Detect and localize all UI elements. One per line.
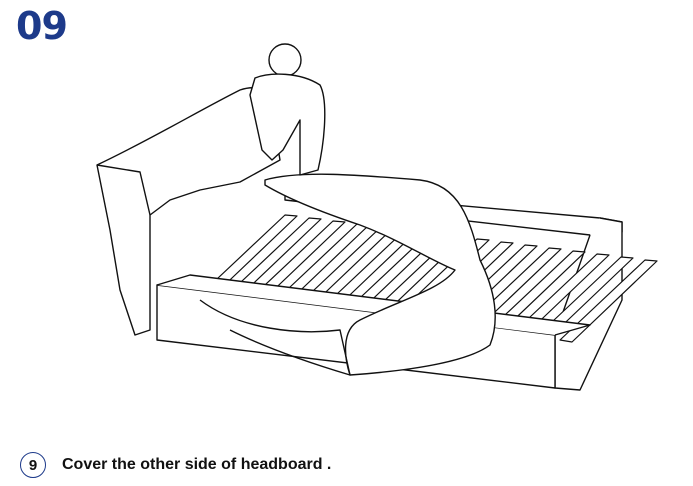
- instruction-text: Cover the other side of headboard .: [62, 456, 332, 473]
- step-number: 09: [16, 4, 68, 48]
- bed-slat: [559, 259, 658, 343]
- instruction: 9 Cover the other side of headboard .: [20, 452, 331, 478]
- step-index-badge: 9: [20, 452, 46, 478]
